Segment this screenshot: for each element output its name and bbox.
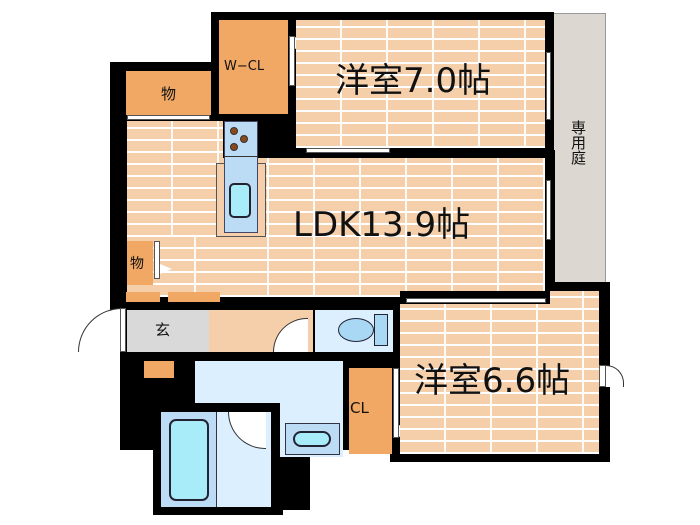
storage-side [127,241,153,285]
counter-divider [224,156,258,157]
storage-side-label: 物 [130,256,144,272]
room2-east-door-swing-icon [606,365,624,387]
shoe-storage-2 [168,292,220,302]
window-east-1 [546,52,551,120]
western-room-2-label: 洋室6.6帖 [414,361,571,401]
door-swing-icon [160,264,172,274]
shoe-storage-3 [144,361,174,378]
ldk-south-strip [150,235,230,297]
wcl-door-jamb [289,36,295,86]
walk-in-closet-label: W−CL [224,59,265,74]
toilet-bowl-icon [338,318,374,342]
storage-top [126,71,211,115]
entrance-label: 玄 [155,321,171,339]
storage-side-door [154,241,160,279]
shoe-storage-1 [126,292,160,302]
entrance [127,310,209,352]
western-room-2 [400,291,599,454]
western-room-1 [296,20,545,148]
closet-door [393,368,399,438]
storage-top-label: 物 [161,85,177,103]
western-room-1-label: 洋室7.0帖 [335,61,492,101]
room2-sliding-door [406,298,546,303]
ldk-label: LDK13.9帖 [293,205,471,245]
front-door [120,308,126,352]
walk-in-closet [219,20,288,114]
closet [349,368,392,454]
toilet-tank-icon [374,314,388,346]
wash-basin-icon [293,431,331,447]
private-garden-label: 専用庭 [569,120,587,165]
room1-sliding-door [306,148,390,153]
window-east-2 [546,180,551,240]
washroom [195,361,343,403]
room2-east-door [599,365,606,387]
ldk-main [223,158,545,297]
wall-bath-right [278,455,310,510]
front-door-swing-icon [78,308,124,352]
closet-label: CL [350,399,369,417]
storage-top-door [127,115,210,120]
stove-burner-icon [240,135,248,143]
stove-burner-icon [230,143,238,151]
kitchen-sink-icon [229,183,251,218]
stove-burner-icon [230,127,238,135]
bathtub-icon [169,419,209,501]
